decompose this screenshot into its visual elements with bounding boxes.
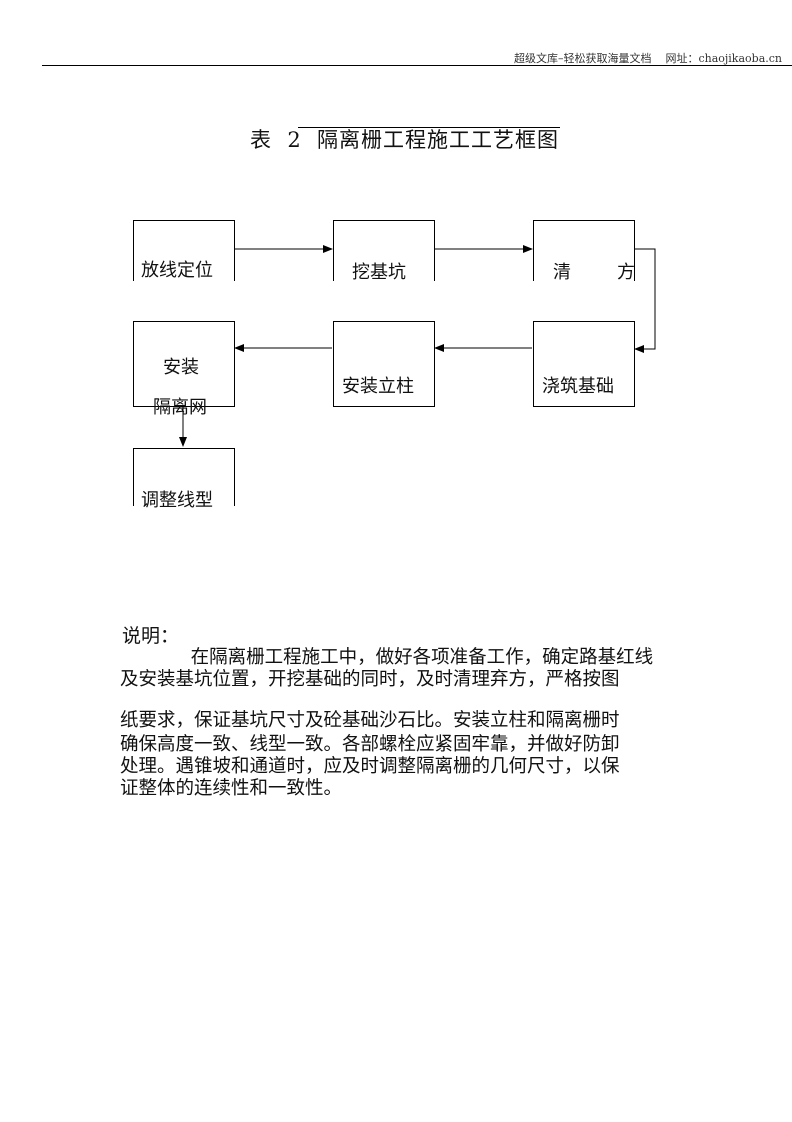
step-label-geliwang-b: 隔离网	[153, 397, 207, 418]
step-label-wajikeng: 挖基坑	[352, 262, 406, 283]
step-label-tiaozheng: 调整线型	[141, 490, 213, 511]
header-rule	[42, 65, 792, 66]
step-box-tiaozheng	[133, 448, 235, 506]
page-title: 表 2 隔离栅工程施工工艺框图	[250, 128, 560, 152]
note-line-3: 纸要求，保证基坑尺寸及砼基础沙石比。安装立柱和隔离栅时	[120, 710, 620, 731]
step-box-wajikeng	[333, 220, 435, 281]
step-box-qingfang	[533, 220, 635, 281]
note-line-5: 处理。遇锥坡和通道时，应及时调整隔离栅的几何尺寸，以保	[120, 756, 620, 777]
step-box-geliwang	[133, 321, 235, 407]
title-overline	[298, 127, 560, 128]
step-box-jiaozhu	[533, 321, 635, 407]
step-label-jiaozhu: 浇筑基础	[542, 376, 614, 397]
note-line-2: 及安装基坑位置，开挖基础的同时，及时清理弃方，严格按图	[120, 669, 620, 690]
header-source: 超级文库–轻松获取海量文档	[513, 52, 652, 65]
arrow-qingfang-to-jiaozhu	[634, 248, 656, 350]
step-label-geliwang-a: 安装	[163, 357, 199, 378]
step-box-fangxian	[133, 220, 235, 281]
note-heading: 说明：	[122, 625, 180, 647]
step-label-qingfang-b: 方	[617, 262, 635, 283]
note-line-4: 确保高度一致、线型一致。各部螺栓应紧固牢靠，并做好防卸	[120, 734, 620, 755]
note-line-1: 在隔离栅工程施工中，做好各项准备工作，确定路基红线	[120, 647, 654, 668]
step-label-lizhu: 安装立柱	[342, 376, 414, 397]
note-line-6: 证整体的连续性和一致性。	[120, 778, 343, 799]
step-box-lizhu	[333, 321, 435, 407]
page-header: 超级文库–轻松获取海量文档 网址：chaojikaoba.cn	[514, 50, 782, 66]
step-label-fangxian: 放线定位	[141, 260, 213, 281]
header-site-label: 网址：	[665, 52, 699, 65]
step-label-qingfang-a: 清	[553, 262, 571, 283]
header-site-url: chaojikaoba.cn	[698, 52, 782, 65]
